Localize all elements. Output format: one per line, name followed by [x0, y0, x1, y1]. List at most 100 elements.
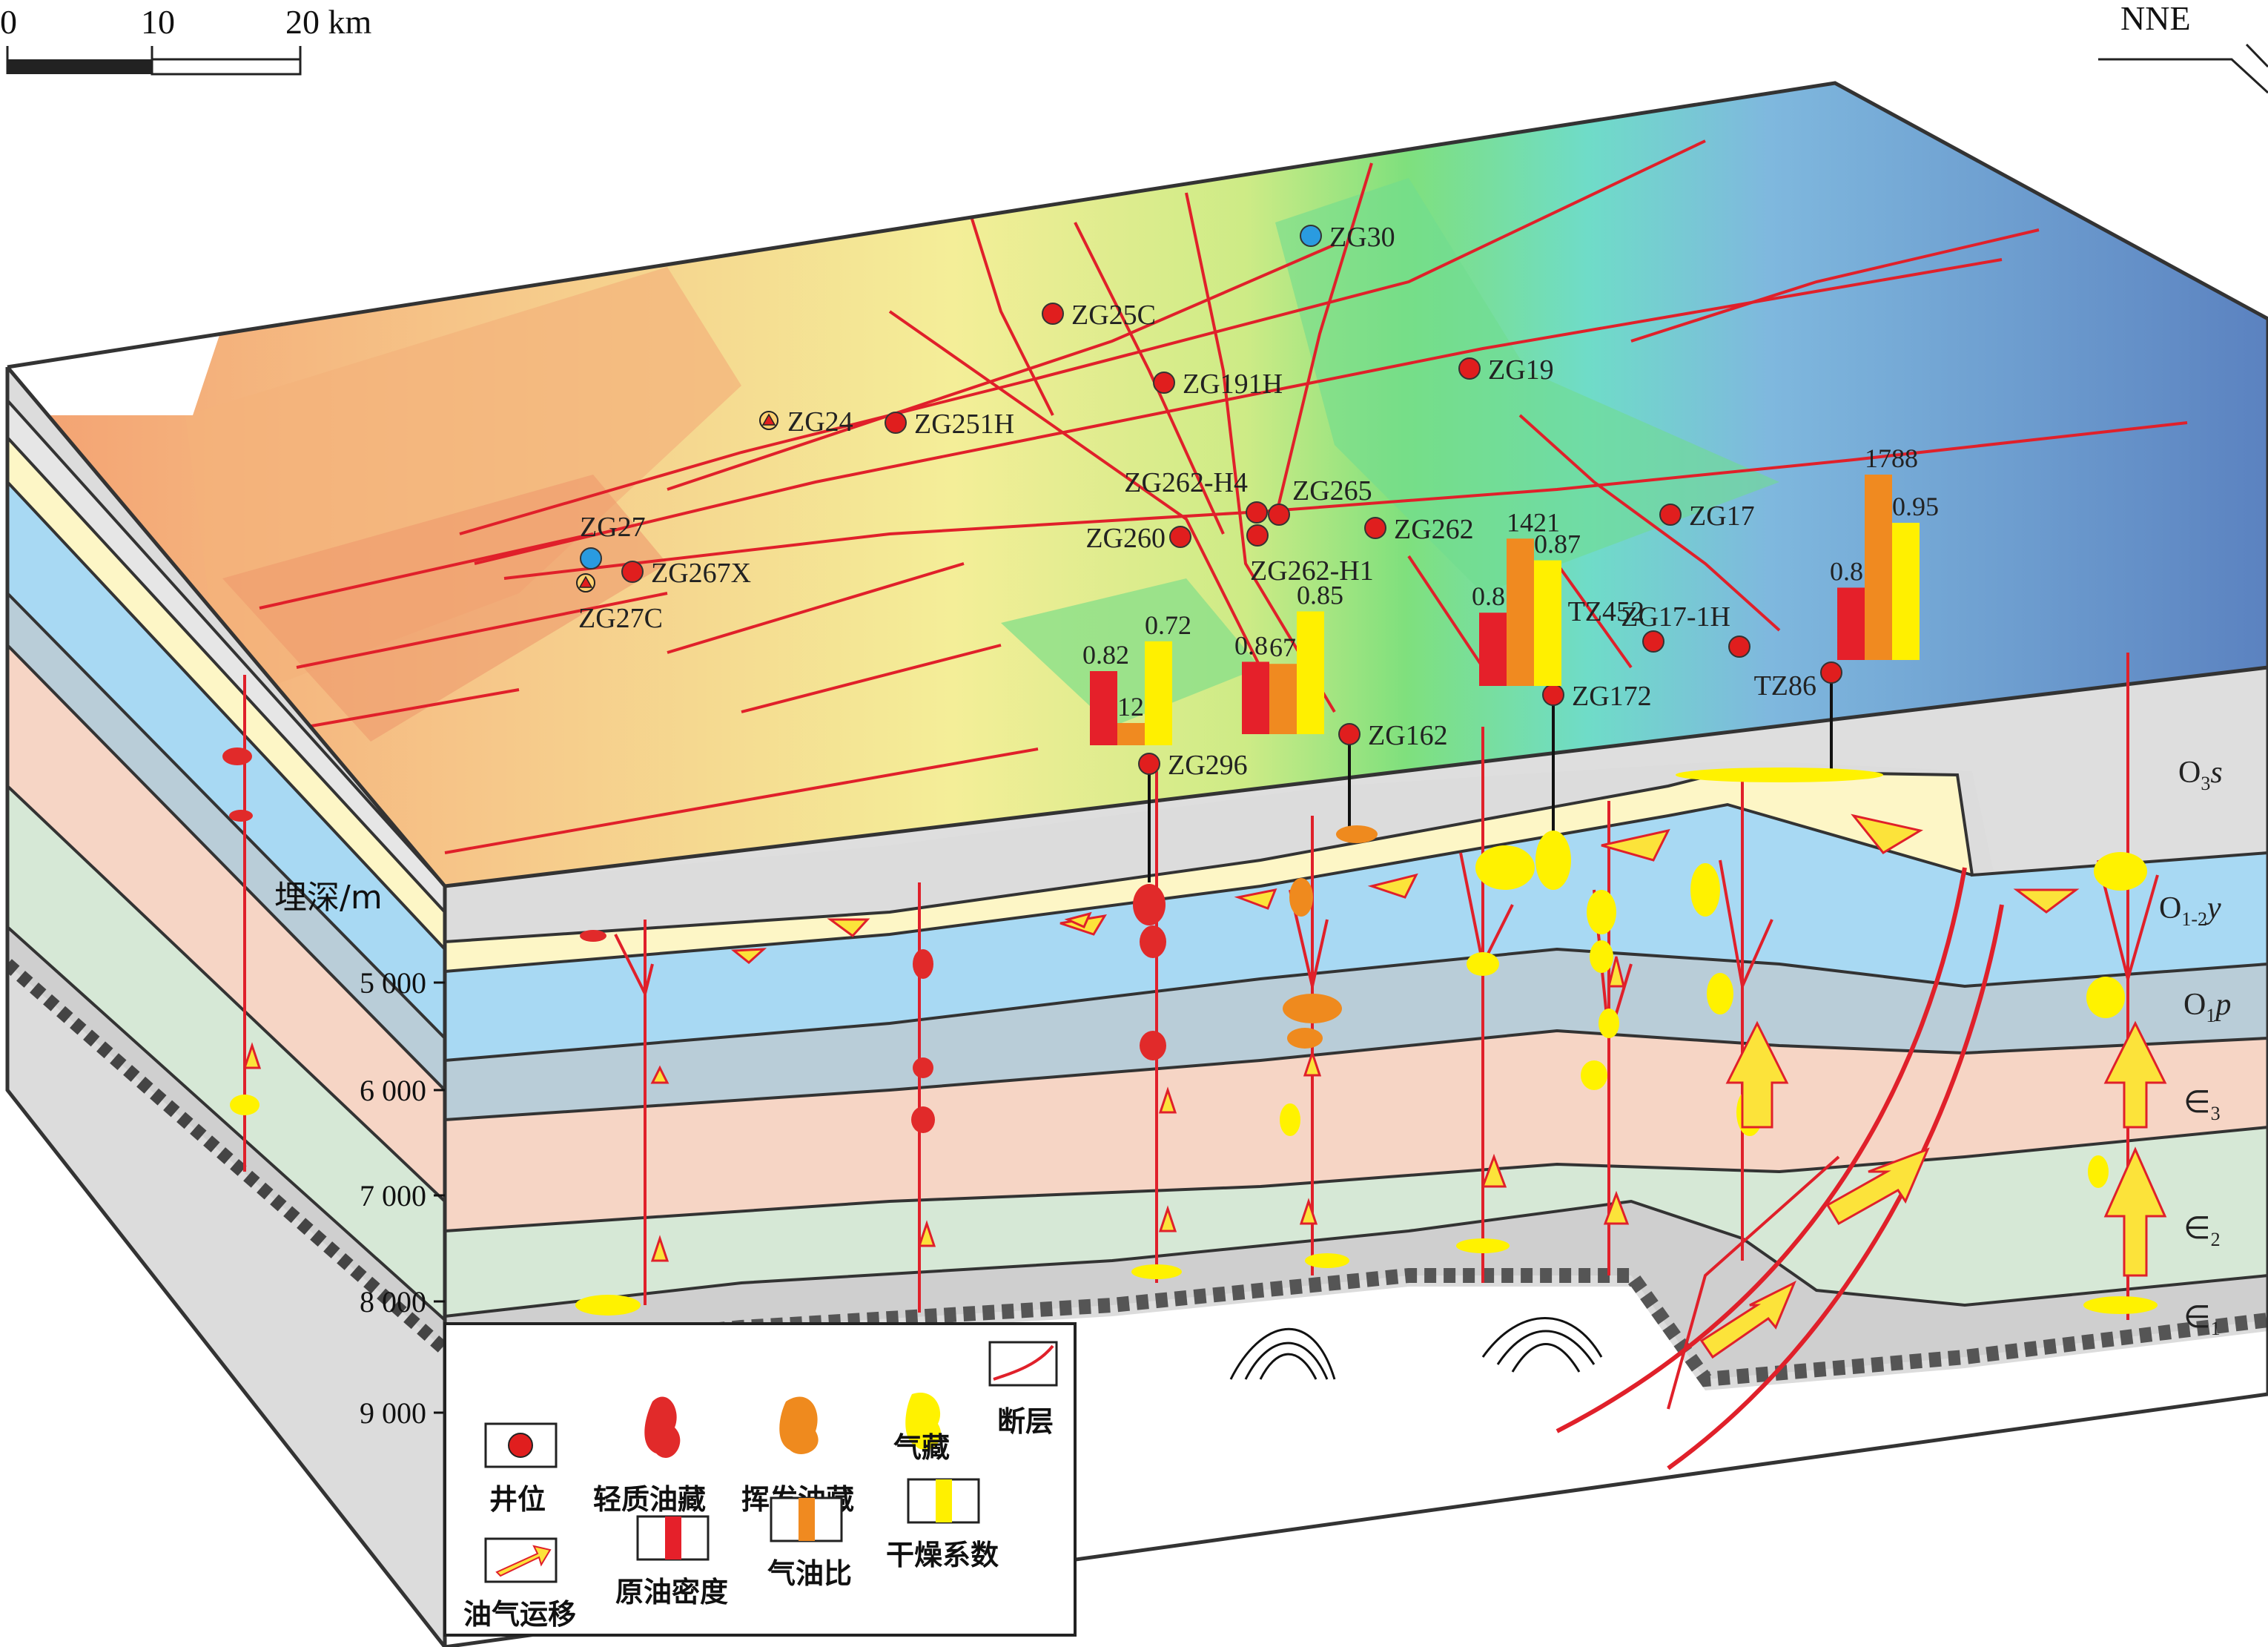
well-zg262-h1: ZG262-H1	[1246, 524, 1374, 587]
legend-migration-symbol	[484, 1537, 558, 1583]
light-oil-reservoirs	[222, 747, 1166, 1133]
bar-density-tz86	[1837, 587, 1865, 660]
bar-label-dryness-zg296: 0.72	[1145, 610, 1191, 640]
bar-gor-zg162	[1269, 664, 1297, 734]
well-label-tz86: TZ86	[1754, 670, 1816, 702]
well-zg262-h4: ZG262-H4	[1124, 467, 1268, 524]
bar-gor-zg172	[1507, 538, 1534, 686]
migration-arrows	[242, 813, 2167, 1359]
well-zg296: ZG296	[1138, 750, 1248, 781]
legend: 井位 轻质油藏 挥发油藏 气藏 断层 油气运移 原油密度	[443, 1322, 1077, 1637]
scale-label-0: 0	[0, 3, 17, 41]
bar-dryness-zg162	[1297, 611, 1324, 734]
well-label-zg267x: ZG267X	[651, 558, 751, 589]
well-zg17: ZG17	[1659, 501, 1755, 532]
well-zg30: ZG30	[1300, 222, 1395, 253]
legend-gas-symbol	[905, 1393, 942, 1450]
well-zg260: ZG260	[1085, 523, 1191, 554]
legend-well-symbol	[484, 1422, 558, 1468]
well-zg265: ZG265	[1268, 475, 1372, 526]
legend-label-density: 原油密度	[615, 1576, 728, 1608]
bar-label-dryness-tz86: 0.95	[1892, 492, 1939, 521]
well-tz452: TZ452	[1568, 596, 1664, 653]
well-label-zg265: ZG265	[1292, 475, 1372, 506]
gas-reservoirs	[230, 768, 2158, 1316]
scale-label-10: 10	[141, 3, 175, 41]
bar-dryness-zg172	[1534, 560, 1561, 686]
formation-label: O1-2y	[2159, 891, 2221, 930]
scale-label-20: 20 km	[285, 3, 372, 41]
legend-volatile-oil-symbol	[779, 1396, 819, 1454]
bar-gor-tz86	[1865, 475, 1892, 660]
bar-dryness-tz86	[1892, 523, 1920, 660]
well-zg27: ZG27	[580, 512, 646, 570]
depth-tick-label: 9 000	[360, 1396, 426, 1430]
direction-arrow: NNE	[2098, 0, 2268, 94]
bar-group-zg296: 0.82 12 0.72	[1082, 610, 1191, 745]
depth-tick-label: 6 000	[360, 1074, 426, 1107]
bar-label-gor-zg172: 1421	[1507, 507, 1560, 537]
formation-label: O1p	[2183, 988, 2231, 1026]
bar-label-density-zg296: 0.82	[1082, 640, 1129, 670]
well-zg162: ZG162	[1338, 720, 1448, 751]
legend-light-oil-symbol	[644, 1396, 681, 1458]
legend-label-fault: 断层	[997, 1405, 1054, 1438]
bar-density-zg296	[1090, 671, 1117, 745]
well-zg17-1h: ZG17-1H	[1621, 601, 1750, 658]
legend-label-migration: 油气运移	[463, 1598, 576, 1631]
well-label-zg251h: ZG251H	[914, 409, 1014, 440]
bar-label-gor-zg296: 12	[1117, 692, 1144, 722]
bar-gor-zg296	[1117, 723, 1145, 745]
fault-traces	[222, 139, 2188, 854]
legend-label-gas: 气藏	[893, 1431, 950, 1464]
well-zg251h: ZG251H	[885, 409, 1014, 440]
well-label-zg24: ZG24	[787, 406, 853, 438]
well-label-zg262-h4: ZG262-H4	[1124, 467, 1248, 498]
well-zg24: ZG24	[759, 406, 853, 438]
volatile-oil-reservoirs	[1283, 825, 1378, 1049]
formation-label: O3s	[2178, 756, 2223, 794]
legend-label-dryness: 干燥系数	[886, 1539, 999, 1571]
bar-dryness-zg296	[1145, 641, 1172, 745]
well-label-zg162: ZG162	[1368, 720, 1448, 751]
legend-fault-symbol	[988, 1341, 1058, 1387]
bar-label-density-zg162: 0.8	[1234, 630, 1268, 660]
well-label-zg172: ZG172	[1572, 681, 1652, 712]
well-zg172: ZG172	[1542, 681, 1652, 712]
well-label-zg17-1h: ZG17-1H	[1621, 601, 1730, 633]
well-zg27c: ZG27C	[576, 573, 663, 634]
depth-tick-label: 5 000	[360, 966, 426, 1000]
well-zg267x: ZG267X	[621, 558, 751, 589]
formation-label: ∈2	[2183, 1212, 2221, 1250]
bar-label-dryness-zg172: 0.87	[1534, 529, 1581, 559]
well-label-zg27c: ZG27C	[578, 603, 663, 634]
well-label-zg262-h1: ZG262-H1	[1250, 555, 1374, 587]
bar-density-zg172	[1479, 613, 1507, 686]
well-zg191h: ZG191H	[1153, 369, 1283, 400]
well-label-zg191h: ZG191H	[1183, 369, 1283, 400]
well-label-zg262: ZG262	[1394, 514, 1474, 545]
well-label-zg17: ZG17	[1689, 501, 1755, 532]
bar-density-zg162	[1242, 661, 1269, 734]
well-label-zg19: ZG19	[1488, 354, 1554, 386]
direction-label: NNE	[2120, 0, 2191, 37]
legend-gor-symbol	[770, 1496, 843, 1542]
well-label-zg30: ZG30	[1329, 222, 1395, 253]
depth-axis-title: 埋深/m	[274, 879, 383, 917]
well-label-zg27: ZG27	[580, 512, 646, 543]
bar-label-gor-tz86: 1788	[1865, 443, 1918, 473]
legend-label-well: 井位	[489, 1483, 546, 1516]
bar-label-dryness-zg162: 0.85	[1297, 580, 1343, 610]
well-zg262: ZG262	[1364, 514, 1474, 545]
well-label-zg260: ZG260	[1085, 523, 1166, 554]
well-zg25c: ZG25C	[1042, 300, 1156, 331]
formation-label: ∈1	[2183, 1301, 2221, 1339]
